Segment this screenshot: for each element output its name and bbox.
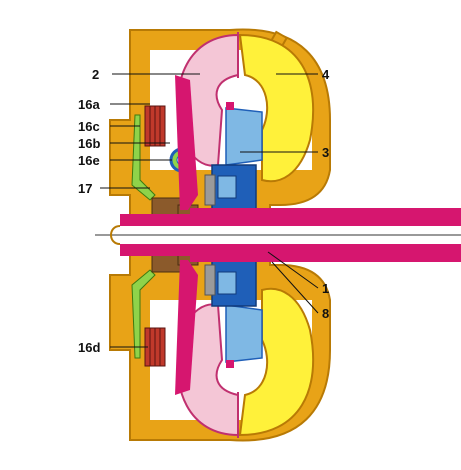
clutch-piston-upper (131, 114, 156, 201)
stator-blade-lower (225, 304, 263, 363)
impeller-lower (238, 287, 315, 437)
label-2: 2 (92, 67, 99, 82)
label-4: 4 (322, 67, 330, 82)
label-1: 1 (322, 281, 329, 296)
label-16b: 16b (78, 136, 100, 151)
stator-blade-upper (225, 107, 263, 166)
label-16a: 16a (78, 97, 100, 112)
leader-lines (100, 73, 319, 348)
turbine-shaft (120, 75, 461, 395)
label-16e: 16e (78, 153, 100, 168)
shaft-upper (120, 214, 461, 226)
label-16c: 16c (78, 119, 100, 134)
label-17: 17 (78, 181, 92, 196)
impeller (238, 33, 315, 437)
labels: 2 4 16a 16c 16b 16e 3 17 1 8 16d (78, 67, 330, 355)
shaft-lower (120, 244, 461, 256)
label-3: 3 (322, 145, 329, 160)
impeller-upper (238, 33, 315, 183)
clutch-piston-lower (131, 269, 156, 359)
label-16d: 16d (78, 340, 100, 355)
label-8: 8 (322, 306, 329, 321)
